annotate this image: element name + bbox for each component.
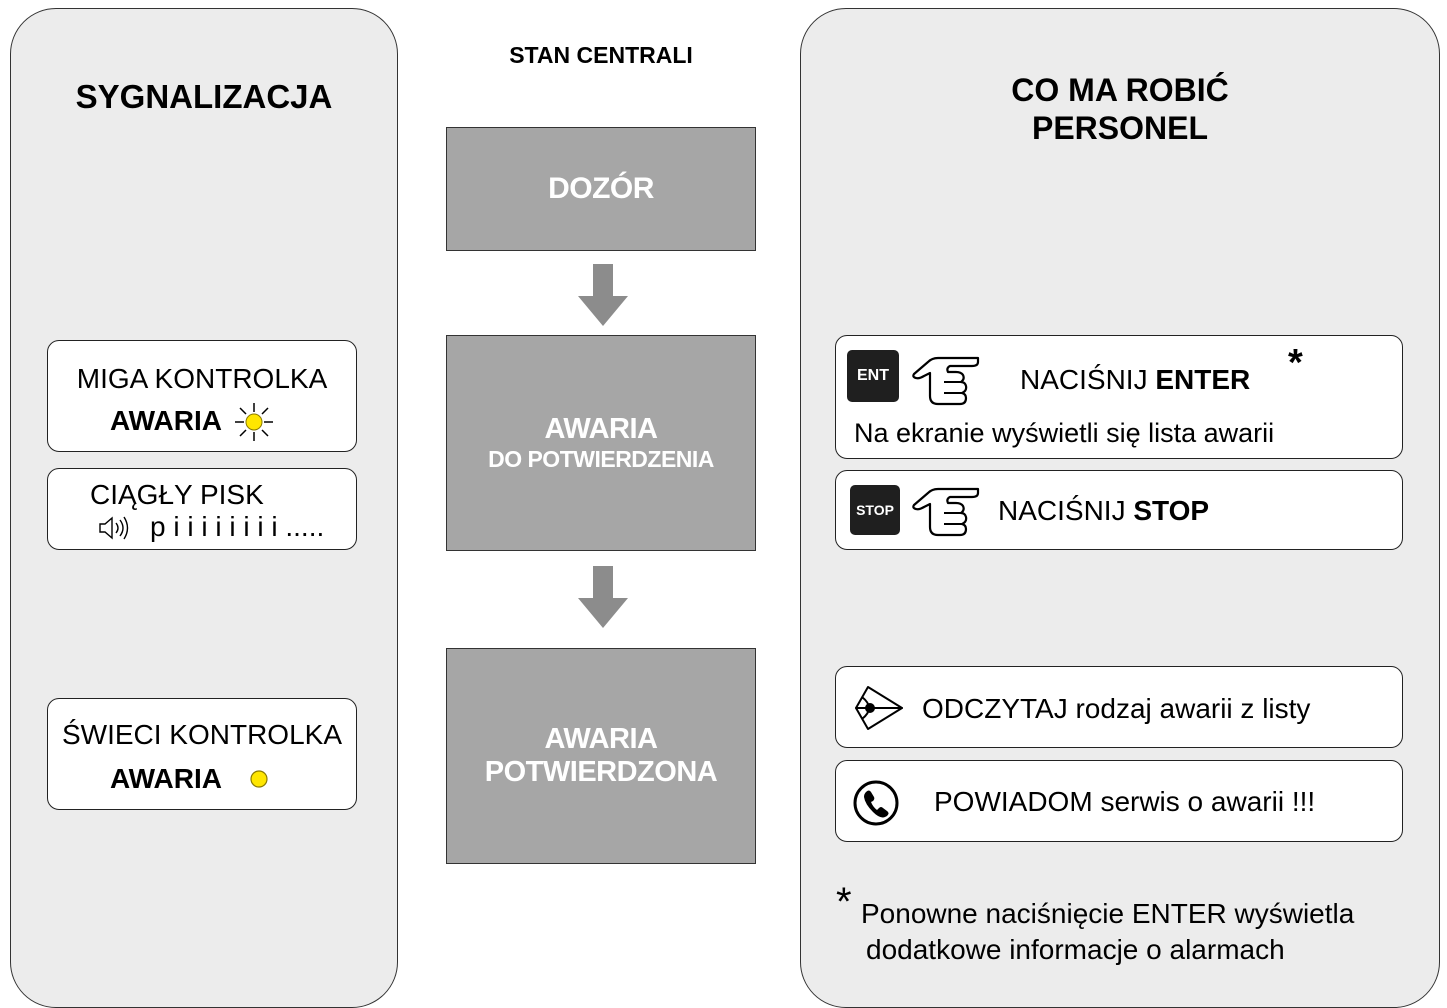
signalling-heading: SYGNALIZACJA — [75, 78, 333, 115]
stop-key-name: STOP — [1133, 495, 1210, 526]
read-fault-text: ODCZYTAJ rodzaj awarii z listy — [922, 693, 1311, 724]
blinking-lamp-line2: AWARIA — [110, 405, 222, 436]
press-enter-note: Na ekranie wyświetli się lista awarii — [854, 418, 1275, 448]
state-fault-unconfirmed-line1: AWARIA — [544, 413, 659, 445]
steady-lamp-line1: ŚWIECI KONTROLKA — [61, 719, 343, 750]
footnote-line2: dodatkowe informacje o alarmach — [866, 934, 1285, 965]
press-enter-label: NACIŚNIJ — [1020, 364, 1156, 395]
state-fault-confirmed-line2: POTWIERDZONA — [484, 756, 718, 788]
state-fault-confirmed-line1: AWARIA — [544, 723, 659, 755]
stop-key-icon: STOP — [850, 485, 900, 535]
pointing-hand-icon — [912, 487, 980, 537]
phone-icon — [853, 780, 899, 826]
state-supervision-label: DOZÓR — [548, 172, 654, 205]
footnote-line1: Ponowne naciśnięcie ENTER wyświetla — [861, 898, 1355, 929]
blinking-lamp-icon — [235, 403, 273, 441]
speaker-icon — [99, 516, 129, 540]
press-stop-text: NACIŚNIJ STOP — [998, 495, 1209, 527]
press-enter-box: ENT NACIŚNIJ ENTER * Na ekranie wyświetl… — [835, 335, 1403, 459]
continuous-beep-line2: p i i i i i i i i ..... — [150, 511, 325, 542]
staff-actions-heading-line2: PERSONEL — [1031, 110, 1209, 146]
read-fault-box: ODCZYTAJ rodzaj awarii z listy — [835, 666, 1403, 748]
steady-lamp-box: ŚWIECI KONTROLKA AWARIA — [47, 698, 357, 810]
continuous-beep-line1: CIĄGŁY PISK — [90, 479, 264, 510]
enter-key-name: ENTER — [1155, 364, 1251, 395]
notify-service-text: POWIADOM serwis o awarii !!! — [934, 786, 1316, 817]
blinking-lamp-box: MIGA KONTROLKA AWARIA — [47, 340, 357, 452]
state-fault-unconfirmed-line2: DO POTWIERDZENIA — [488, 446, 714, 472]
state-fault-confirmed: AWARIA POTWIERDZONA — [446, 648, 756, 864]
eye-icon — [855, 686, 903, 730]
state-supervision: DOZÓR — [446, 127, 756, 251]
state-fault-unconfirmed: AWARIA DO POTWIERDZENIA — [446, 335, 756, 551]
staff-actions-heading-line1: CO MA ROBIĆ — [1011, 72, 1229, 108]
press-enter-asterisk: * — [1288, 342, 1303, 384]
blinking-lamp-line1: MIGA KONTROLKA — [76, 363, 328, 394]
steady-lamp-line2: AWARIA — [110, 763, 222, 794]
continuous-beep-box: CIĄGŁY PISK p i i i i i i i i ..... — [47, 468, 357, 550]
pointing-hand-icon — [912, 356, 980, 406]
press-stop-label: NACIŚNIJ — [998, 495, 1134, 526]
down-arrow-icon — [578, 264, 628, 326]
down-arrow-icon — [578, 566, 628, 628]
enter-key-icon: ENT — [847, 350, 899, 402]
press-stop-box: STOP NACIŚNIJ STOP — [835, 470, 1403, 550]
steady-lamp-icon — [250, 770, 268, 788]
panel-state-heading: STAN CENTRALI — [509, 42, 693, 68]
press-enter-text: NACIŚNIJ ENTER — [1020, 364, 1250, 396]
notify-service-box: POWIADOM serwis o awarii !!! — [835, 760, 1403, 842]
footnote-asterisk: * — [836, 880, 852, 924]
